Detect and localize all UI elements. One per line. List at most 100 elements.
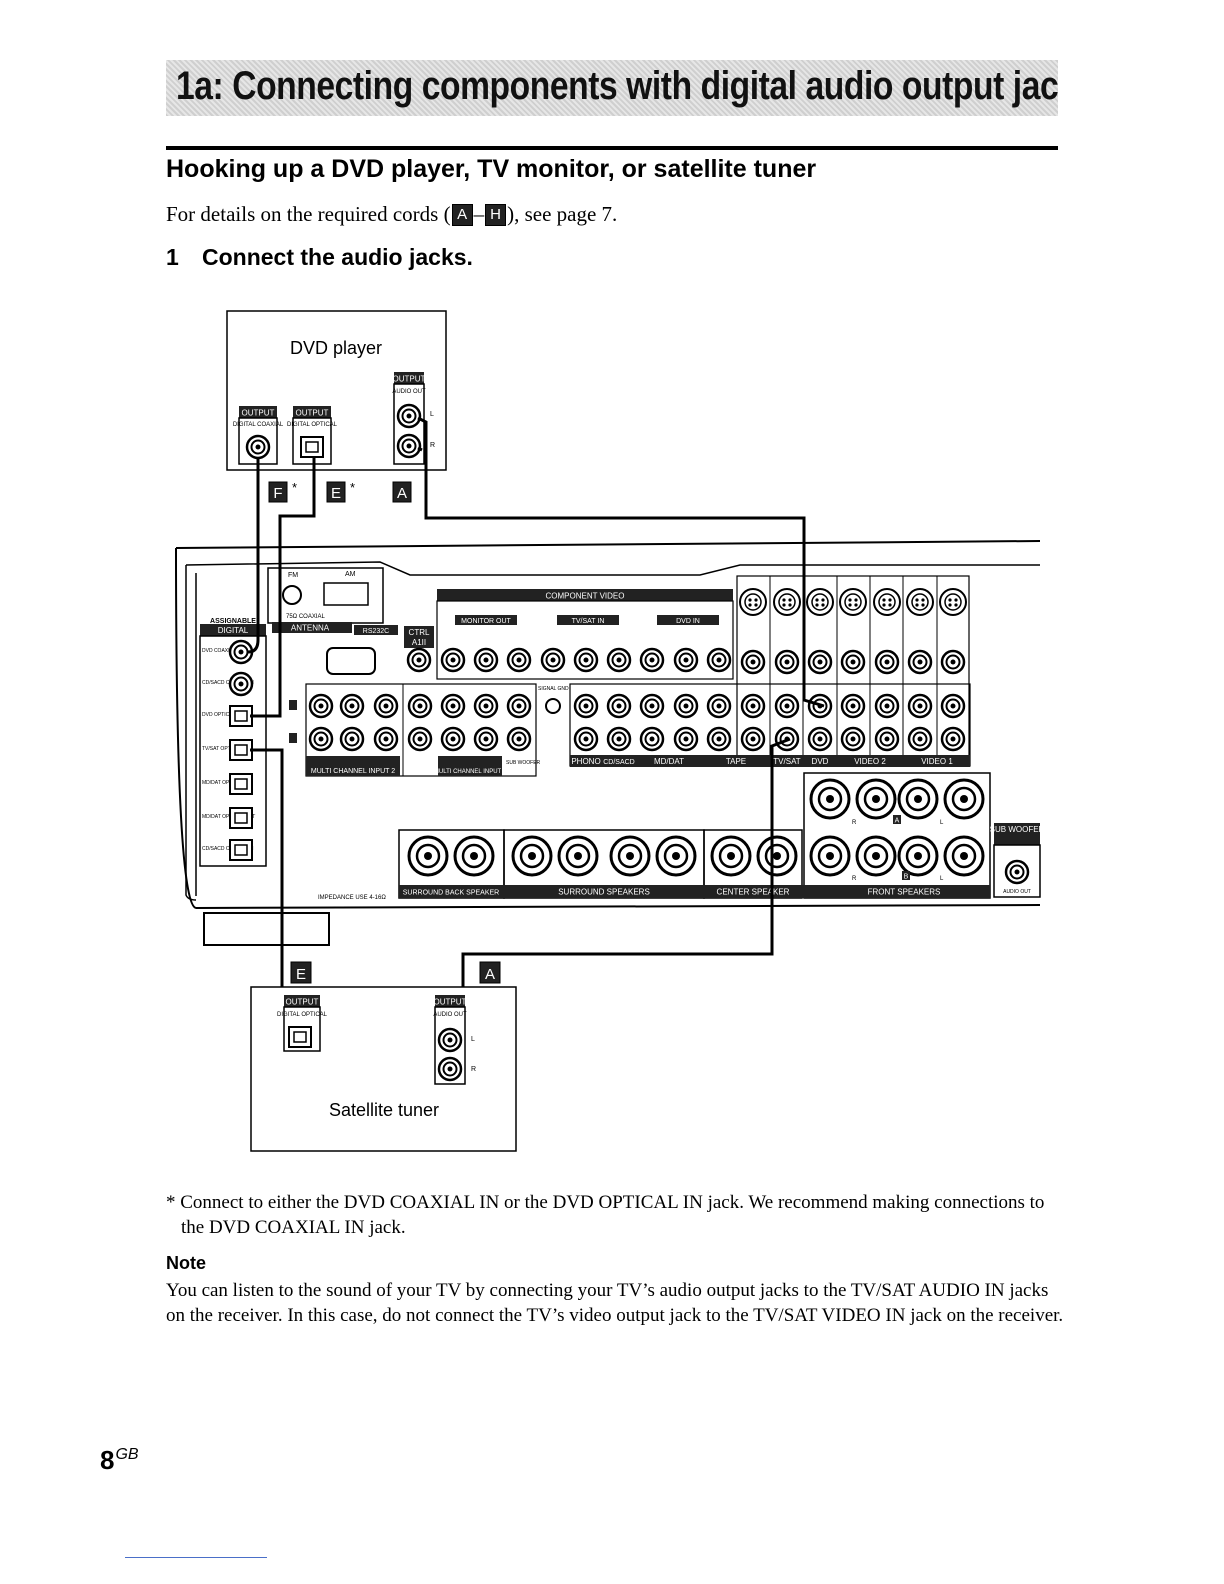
audio-jack[interactable] xyxy=(907,693,933,719)
video-jack[interactable] xyxy=(774,649,800,675)
md-dat-optical-in-jack[interactable] xyxy=(229,773,253,795)
video-jack[interactable] xyxy=(807,649,833,675)
dvd-audio-in-r-jack[interactable] xyxy=(807,726,833,752)
dvd-optical-in-jack[interactable] xyxy=(229,705,253,727)
multi-channel-jack[interactable] xyxy=(440,693,466,719)
audio-group-label: MD/DAT xyxy=(654,757,684,766)
component-jack[interactable] xyxy=(639,647,665,673)
speaker-terminal[interactable] xyxy=(855,778,897,820)
audio-jack[interactable] xyxy=(606,726,632,752)
component-jack[interactable] xyxy=(706,647,732,673)
audio-jack[interactable] xyxy=(740,693,766,719)
video-jack[interactable] xyxy=(840,649,866,675)
multi-channel-jack[interactable] xyxy=(308,693,334,719)
sat-audio-l-jack[interactable] xyxy=(437,1027,463,1053)
component-jack[interactable] xyxy=(573,647,599,673)
speaker-terminal[interactable] xyxy=(511,835,553,877)
md-dat-optical-out-jack[interactable] xyxy=(229,807,253,829)
dvd-coaxial-jack[interactable] xyxy=(245,434,271,460)
multi-channel-jack[interactable] xyxy=(473,726,499,752)
multi-channel-jack[interactable] xyxy=(473,693,499,719)
s-video-jack[interactable] xyxy=(806,588,834,616)
cd-sacd-coaxial-in-jack[interactable] xyxy=(228,671,254,697)
component-jack[interactable] xyxy=(473,647,499,673)
tvsat-audio-l-jack[interactable] xyxy=(774,693,800,719)
audio-jack[interactable] xyxy=(673,726,699,752)
speaker-terminal[interactable] xyxy=(609,835,651,877)
dvd-optical-label: DIGITAL OPTICAL xyxy=(287,422,338,428)
multi-channel-jack[interactable] xyxy=(308,726,334,752)
component-jack[interactable] xyxy=(673,647,699,673)
audio-jack[interactable] xyxy=(673,693,699,719)
s-video-jack[interactable] xyxy=(773,588,801,616)
s-video-jack[interactable] xyxy=(873,588,901,616)
audio-jack[interactable] xyxy=(940,726,966,752)
s-video-jack[interactable] xyxy=(739,588,767,616)
sat-output-tag-audio: OUTPUT xyxy=(434,998,467,1007)
sub-woofer-label: SUB WOOFER xyxy=(990,825,1045,834)
audio-jack[interactable] xyxy=(639,693,665,719)
sub-woofer-out-jack[interactable] xyxy=(1004,859,1030,885)
speaker-terminal[interactable] xyxy=(809,778,851,820)
sat-audio-r-jack[interactable] xyxy=(437,1056,463,1082)
video-jack[interactable] xyxy=(740,649,766,675)
speaker-terminal[interactable] xyxy=(655,835,697,877)
multi-channel-jack[interactable] xyxy=(339,726,365,752)
intro-after: ), see page 7. xyxy=(507,202,618,226)
component-jack[interactable] xyxy=(606,647,632,673)
ctrl-jack[interactable] xyxy=(406,647,432,673)
speaker-terminal[interactable] xyxy=(557,835,599,877)
multi-channel-jack[interactable] xyxy=(373,693,399,719)
audio-jack[interactable] xyxy=(907,726,933,752)
audio-jack[interactable] xyxy=(573,693,599,719)
audio-jack[interactable] xyxy=(639,726,665,752)
speaker-terminal[interactable] xyxy=(756,835,798,877)
dvd-audio-l-jack[interactable] xyxy=(396,403,422,429)
speaker-terminal[interactable] xyxy=(897,778,939,820)
tvsat-optical-in-jack[interactable] xyxy=(229,739,253,761)
s-video-jack[interactable] xyxy=(906,588,934,616)
speaker-terminal[interactable] xyxy=(710,835,752,877)
dvd-optical-jack[interactable] xyxy=(300,436,324,458)
multi-channel-jack[interactable] xyxy=(339,693,365,719)
multi-channel-jack[interactable] xyxy=(506,726,532,752)
audio-jack[interactable] xyxy=(706,726,732,752)
s-video-jack[interactable] xyxy=(839,588,867,616)
audio-jack[interactable] xyxy=(573,726,599,752)
video-jack[interactable] xyxy=(907,649,933,675)
multi-channel-jack[interactable] xyxy=(373,726,399,752)
speaker-terminal[interactable] xyxy=(809,835,851,877)
multi-channel-jack[interactable] xyxy=(440,726,466,752)
antenna-label: ANTENNA xyxy=(291,624,330,633)
speaker-terminal[interactable] xyxy=(943,835,985,877)
s-video-jack[interactable] xyxy=(939,588,967,616)
audio-jack[interactable] xyxy=(940,693,966,719)
speaker-terminal[interactable] xyxy=(897,835,939,877)
audio-jack[interactable] xyxy=(874,726,900,752)
sat-optical-out-jack[interactable] xyxy=(288,1026,312,1048)
sub-woofer-small-label: SUB WOOFER xyxy=(506,760,541,766)
audio-jack[interactable] xyxy=(874,693,900,719)
video-jack[interactable] xyxy=(940,649,966,675)
speaker-terminal[interactable] xyxy=(855,835,897,877)
component-jack[interactable] xyxy=(506,647,532,673)
speaker-terminal[interactable] xyxy=(943,778,985,820)
speaker-terminal[interactable] xyxy=(453,835,495,877)
cable-a-audio-dvd-r xyxy=(417,446,423,452)
sat-optical-label: DIGITAL OPTICAL xyxy=(277,1012,328,1018)
audio-jack[interactable] xyxy=(740,726,766,752)
audio-jack[interactable] xyxy=(840,693,866,719)
speaker-terminal[interactable] xyxy=(407,835,449,877)
component-jack[interactable] xyxy=(540,647,566,673)
multi-channel-jack[interactable] xyxy=(506,693,532,719)
multi-channel-jack[interactable] xyxy=(407,726,433,752)
video-jack[interactable] xyxy=(874,649,900,675)
audio-jack[interactable] xyxy=(840,726,866,752)
dvd-audio-r-jack[interactable] xyxy=(396,433,422,459)
multi-channel-jack[interactable] xyxy=(407,693,433,719)
component-jack[interactable] xyxy=(440,647,466,673)
cd-sacd-optical-in-jack[interactable] xyxy=(229,839,253,861)
audio-jack[interactable] xyxy=(606,693,632,719)
audio-jack[interactable] xyxy=(706,693,732,719)
